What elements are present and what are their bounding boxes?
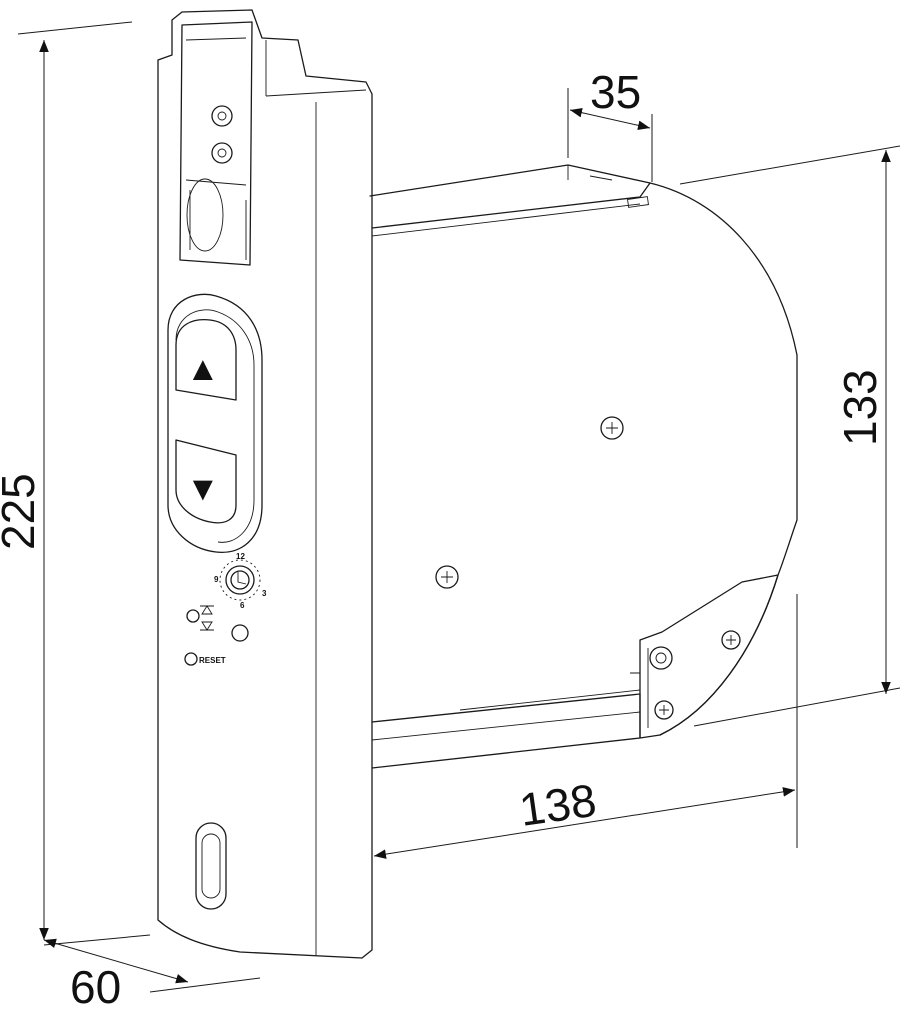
front-panel: ▲ ▼ 12 3 6 9 RESET [157, 9, 373, 959]
fixing-hole-icon [211, 142, 233, 164]
screw-icon [600, 416, 624, 440]
dimension-label-133: 133 [834, 369, 886, 446]
screw-icon [435, 565, 459, 589]
limit-indicator [186, 605, 214, 631]
dimension-label-60: 60 [70, 961, 121, 1010]
roller-housing [369, 164, 798, 769]
dimension-label-138: 138 [516, 774, 599, 836]
screw-icon [654, 700, 674, 720]
dimension-cap: 35 [567, 66, 653, 182]
aux-button[interactable] [231, 624, 249, 642]
fixing-hole-icon [211, 105, 233, 127]
dimension-height: 225 [0, 21, 151, 946]
reset-button[interactable]: RESET [184, 652, 226, 666]
screw-icon [721, 630, 741, 650]
timer-label-3: 3 [262, 589, 267, 598]
dimension-label-225: 225 [0, 473, 44, 550]
timer-label-12: 12 [236, 552, 245, 561]
reset-label: RESET [199, 656, 226, 665]
mounting-slot [195, 822, 227, 910]
arrow-up-icon: ▲ [186, 350, 220, 388]
dimension-box-height: 133 [679, 145, 901, 727]
timer-label-9: 9 [214, 575, 219, 584]
dimension-box-depth: 138 [371, 594, 798, 862]
dimension-label-35: 35 [590, 66, 641, 118]
timer-dial[interactable]: 12 3 6 9 [214, 552, 267, 610]
arrow-down-icon: ▼ [186, 470, 220, 508]
down-button[interactable]: ▼ [175, 439, 237, 524]
up-button[interactable]: ▲ [175, 319, 237, 401]
timer-label-6: 6 [240, 601, 245, 610]
bolt-icon [649, 646, 673, 670]
dimension-depth: 60 [43, 938, 261, 1010]
